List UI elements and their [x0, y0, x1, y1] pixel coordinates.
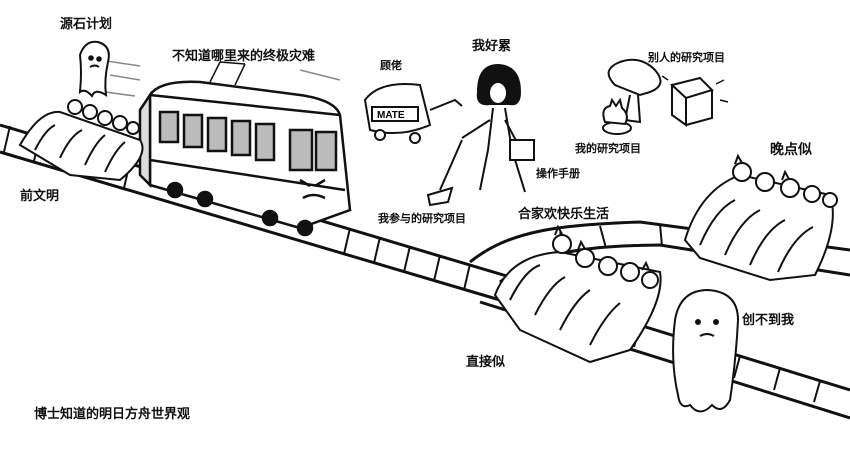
- label-happy-family: 合家欢快乐生活: [518, 207, 610, 222]
- label-late-death: 晚点似: [770, 142, 812, 158]
- label-cannot-create-me: 创不到我: [742, 313, 795, 328]
- late-death-crowd: [683, 153, 838, 282]
- my-research-cat: [602, 97, 632, 135]
- tram: [138, 61, 352, 237]
- happy-family-crowd: [493, 224, 662, 364]
- tram-wheels: [166, 181, 314, 237]
- mate-cart-text: MATE: [377, 110, 405, 121]
- label-former-civilization: 前文明: [20, 189, 60, 204]
- former-civilization-crowd: [18, 99, 144, 182]
- label-others-research: 别人的研究项目: [648, 51, 725, 64]
- tired-researcher: [426, 63, 535, 207]
- tram-windows: [158, 110, 338, 172]
- label-advisor: 顾佬: [380, 59, 402, 72]
- ghost-cannot-create: [672, 288, 740, 413]
- label-unknown-disaster: 不知道哪里来的终极灾难: [172, 49, 316, 64]
- label-my-research: 我的研究项目: [575, 142, 641, 155]
- ghost-source-stone: [78, 40, 110, 98]
- mate-cart: [363, 83, 463, 144]
- label-doctor-worldview: 博士知道的明日方舟世界观: [34, 407, 191, 422]
- label-direct-death: 直接似: [466, 355, 506, 370]
- tram-angry-face: [299, 178, 326, 200]
- label-operation-manual: 操作手册: [536, 167, 580, 180]
- label-so-tired: 我好累: [472, 39, 512, 54]
- others-research-items: [607, 58, 729, 127]
- label-source-stone-plan: 源石计划: [60, 17, 113, 32]
- label-my-participated-research: 我参与的研究项目: [378, 212, 466, 225]
